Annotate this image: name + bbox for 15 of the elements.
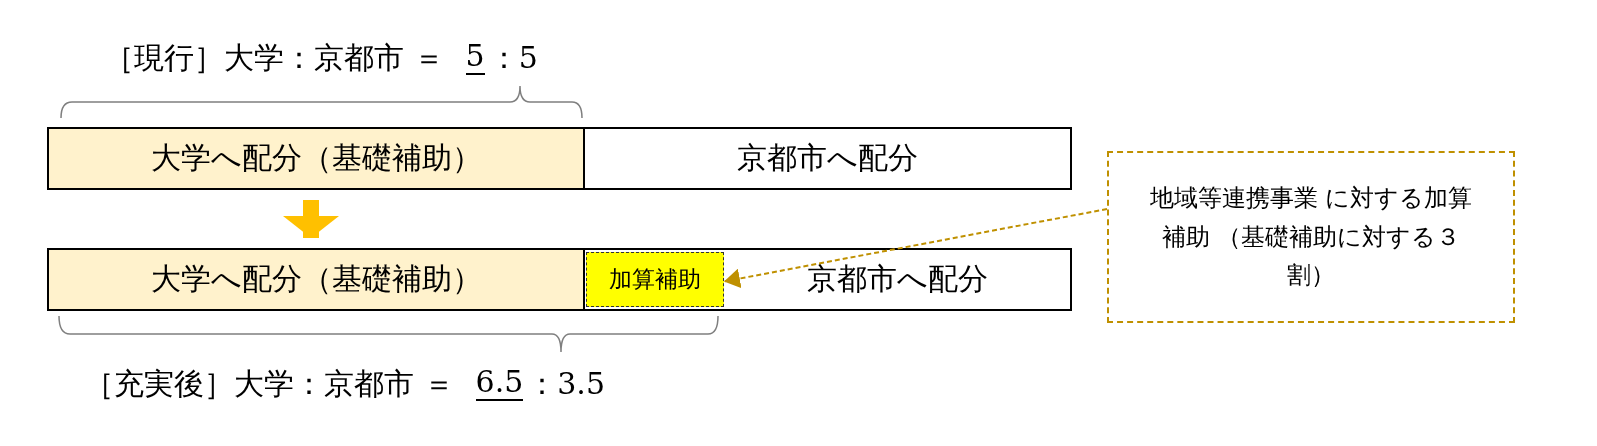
bar-segment: 京都市へ配分: [583, 127, 1072, 190]
bar-segment: [583, 248, 1072, 311]
ratio-value: 6.5: [475, 364, 524, 401]
segment-label: 京都市へ配分: [806, 260, 989, 298]
ratio-label: ：5: [488, 39, 538, 77]
callout-box: 地域等連携事業 に対する加算補助 （基礎補助に対する３割）: [1107, 151, 1515, 323]
ratio-label: ［現行］大学：京都市 ＝: [104, 39, 444, 77]
bar-segment: 大学へ配分（基礎補助）: [47, 127, 585, 190]
arrow: [283, 200, 339, 238]
arrow: [723, 208, 1108, 289]
bar-segment: 大学へ配分（基礎補助）: [47, 248, 585, 311]
ratio-label: ：3.5: [527, 365, 605, 403]
ratio-value: 5: [465, 38, 485, 75]
ratio-label: ［充実後］大学：京都市 ＝: [84, 365, 454, 403]
bar-segment: 加算補助: [586, 252, 724, 307]
